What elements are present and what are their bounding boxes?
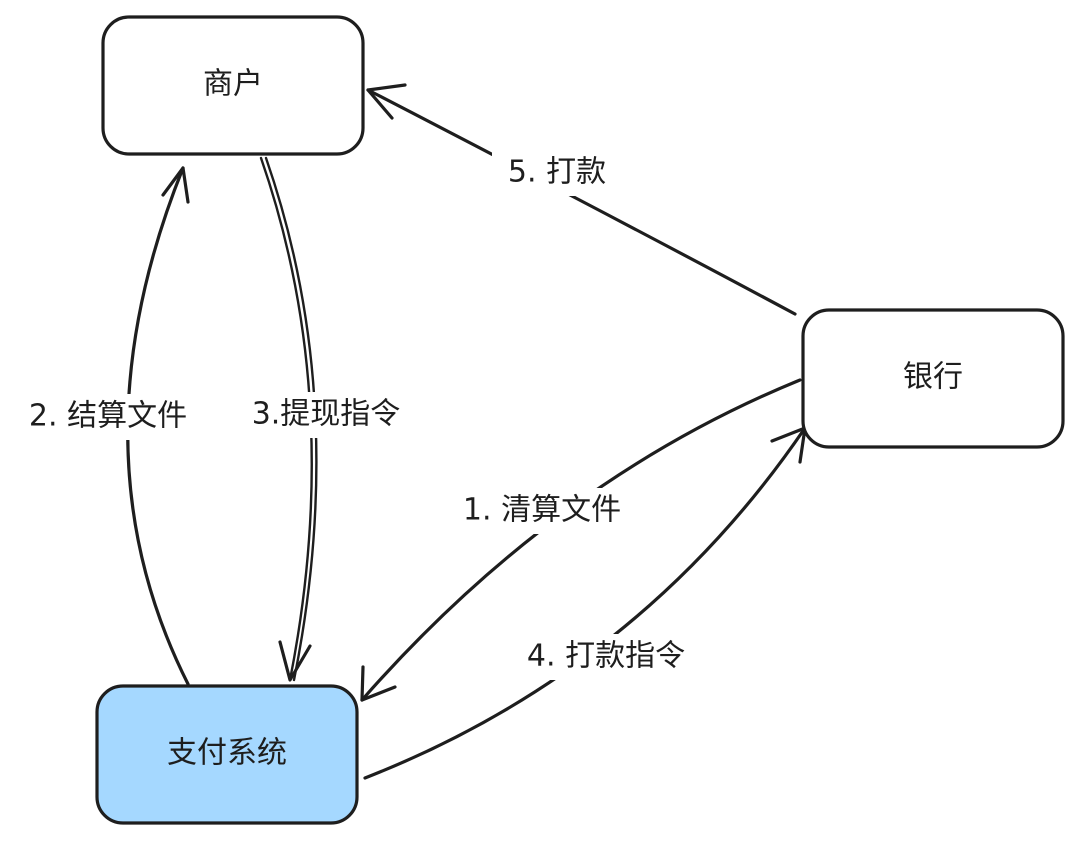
edge-clearing-file-label: 1. 清算文件 bbox=[463, 493, 621, 528]
edge-payment-instruction-line bbox=[363, 426, 807, 780]
edge-payment-instruction bbox=[363, 426, 807, 780]
node-payment-system: 支付系统 bbox=[95, 684, 359, 825]
edge-clearing-file-label-group: 1. 清算文件 bbox=[450, 488, 634, 534]
edge-payout bbox=[366, 83, 797, 316]
edge-payment-instruction-label-group: 4. 打款指令 bbox=[512, 634, 700, 680]
edge-payout-label-group: 5. 打款 bbox=[492, 150, 622, 196]
edge-payout-arrowhead bbox=[366, 83, 407, 120]
edge-withdraw-instruction-label: 3.提现指令 bbox=[252, 397, 401, 432]
edge-clearing-file-arrowhead bbox=[360, 665, 397, 702]
node-bank-label: 银行 bbox=[903, 360, 963, 395]
node-payment-system-box bbox=[95, 684, 359, 825]
edge-settlement-file-label: 2. 结算文件 bbox=[29, 399, 187, 434]
node-bank-box bbox=[801, 308, 1065, 449]
node-merchant-box bbox=[101, 15, 365, 156]
edge-withdraw-instruction-label-group: 3.提现指令 bbox=[238, 392, 414, 438]
edge-payout-label: 5. 打款 bbox=[508, 155, 606, 190]
node-merchant-label: 商户 bbox=[203, 67, 263, 102]
edge-payout-line bbox=[366, 88, 797, 316]
edge-settlement-file-label-group: 2. 结算文件 bbox=[14, 394, 204, 440]
node-merchant: 商户 bbox=[101, 15, 365, 156]
node-payment-system-label: 支付系统 bbox=[167, 736, 287, 771]
node-bank: 银行 bbox=[801, 308, 1065, 449]
edge-withdraw-instruction-arrowhead bbox=[278, 640, 312, 682]
edge-payment-instruction-label: 4. 打款指令 bbox=[527, 639, 685, 674]
edge-settlement-file-arrowhead bbox=[161, 166, 190, 204]
